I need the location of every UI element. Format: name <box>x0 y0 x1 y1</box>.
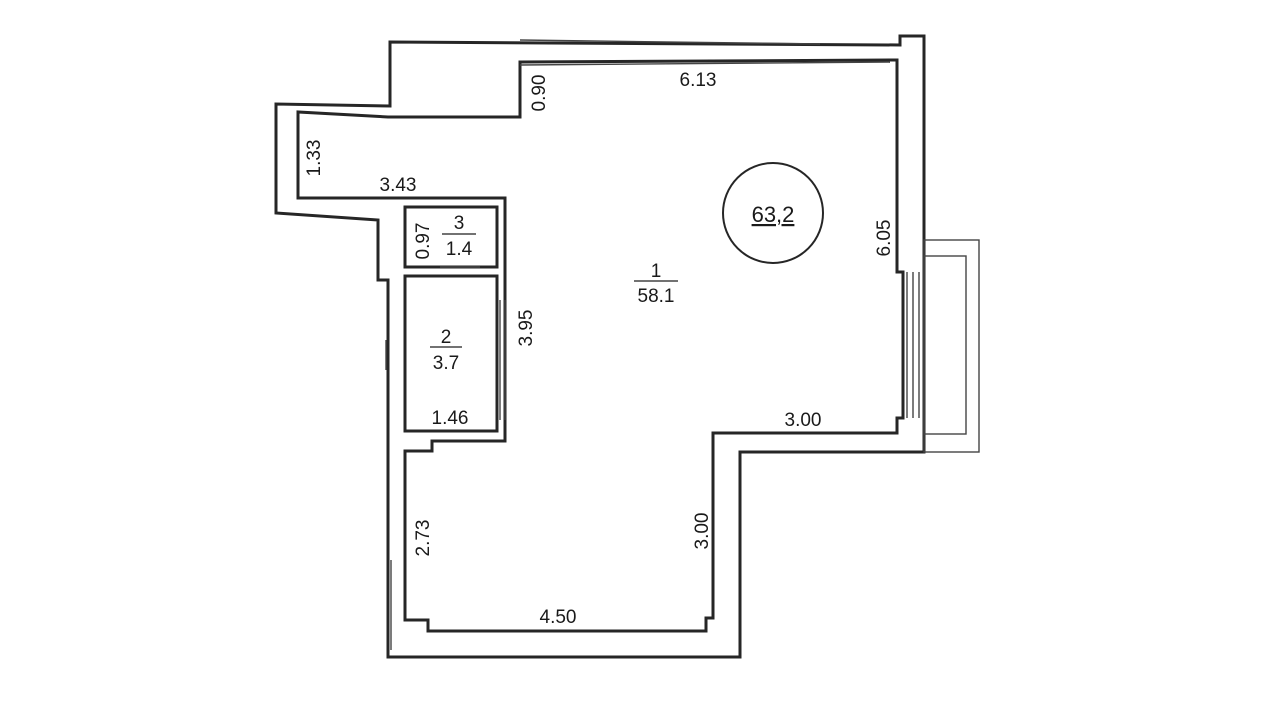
room-3-number: 3 <box>454 213 465 234</box>
outer-wall <box>274 34 926 659</box>
room-2-outline <box>403 274 499 433</box>
room-2-area: 3.7 <box>433 353 459 374</box>
balcony-outer <box>923 239 980 453</box>
dim-top-notch: 0.90 <box>529 75 550 112</box>
total-area-circle <box>722 162 824 264</box>
total-area: 63,2 <box>752 202 795 227</box>
dim-room3-height: 0.97 <box>413 223 434 260</box>
room-3-area: 1.4 <box>446 239 473 260</box>
room-1-number: 1 <box>651 261 662 282</box>
dim-left-notch-height: 1.33 <box>304 140 325 177</box>
top-inner-marker <box>519 61 891 66</box>
top-wall-marker <box>519 39 821 45</box>
dim-left-notch-width: 3.43 <box>380 175 417 196</box>
dim-step-height: 3.00 <box>692 513 713 550</box>
inner-wall <box>296 58 905 633</box>
dim-room2-side: 3.95 <box>516 310 537 347</box>
dim-lower-left-height: 2.73 <box>413 520 434 557</box>
dim-right-wall: 6.05 <box>874 220 895 257</box>
dim-top-wall: 6.13 <box>680 70 717 91</box>
room-1-area: 58.1 <box>638 286 675 307</box>
room-2-number: 2 <box>441 327 452 348</box>
balcony-inner <box>923 255 967 435</box>
dim-room2-width: 1.46 <box>432 408 469 429</box>
dim-bottom-wall: 4.50 <box>540 607 577 628</box>
dim-step-width: 3.00 <box>785 410 822 431</box>
